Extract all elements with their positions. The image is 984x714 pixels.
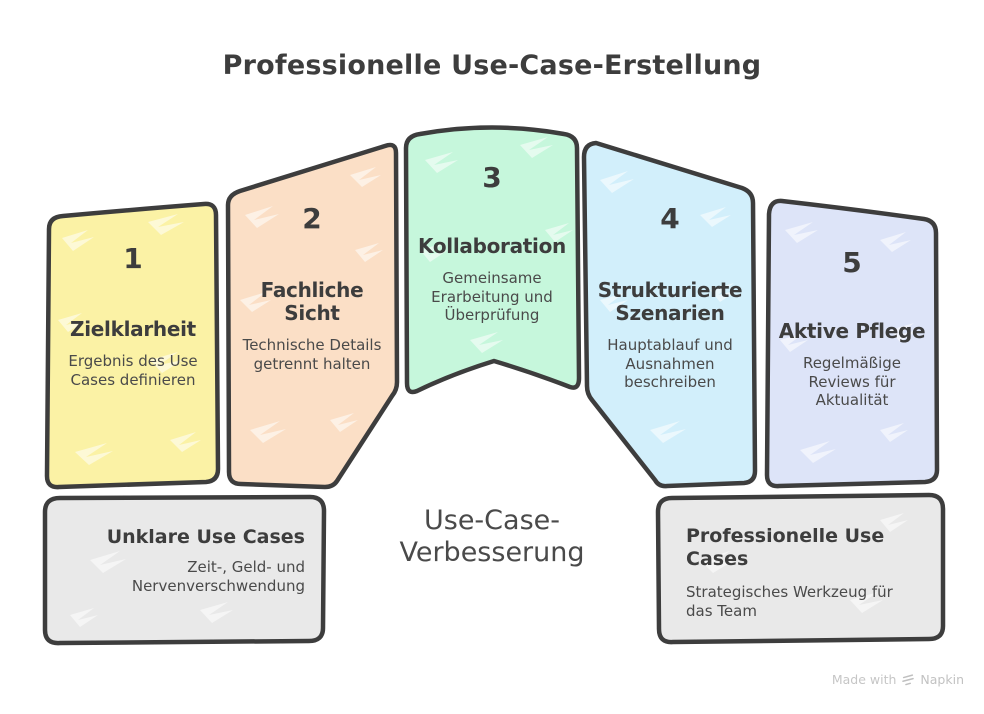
step-1-shape [44, 201, 221, 490]
watermark-prefix: Made with [831, 672, 897, 687]
watermark: Made with Napkin [832, 672, 964, 687]
step-5-description: Regelmäßige Reviews für Aktualität [802, 354, 902, 409]
watermark-brand: Napkin [920, 672, 964, 687]
step-panel-4: 4 Strukturierte Szenarien Hauptablauf un… [585, 204, 755, 392]
step-2-shape [225, 142, 400, 490]
after-box: Professionelle Use Cases Strategisches W… [686, 525, 916, 621]
after-box-description: Strategisches Werkzeug für das Team [686, 583, 893, 620]
step-5-heading: Aktive Pflege [778, 319, 926, 343]
step-5-number: 5 [842, 246, 862, 279]
step-3-number: 3 [482, 161, 502, 194]
step-5-shape [764, 198, 940, 489]
step-panel-1: 1 Zielklarheit Ergebnis des Use Cases de… [48, 244, 218, 389]
step-2-description: Technische Details getrennt halten [242, 336, 382, 373]
after-box-heading: Professionelle Use Cases [686, 525, 885, 570]
step-3-description: Gemeinsame Erarbeitung und Überprüfung [431, 269, 553, 324]
before-box-description: Zeit-, Geld- und Nervenverschwendung [131, 558, 305, 595]
step-3-heading: Kollaboration [417, 234, 566, 258]
step-panel-5: 5 Aktive Pflege Regelmäßige Reviews für … [772, 248, 932, 410]
step-1-heading: Zielklarheit [70, 317, 196, 341]
step-panel-3: 3 Kollaboration Gemeinsame Erarbeitung u… [412, 163, 572, 325]
before-box: Unklare Use Cases Zeit-, Geld- und Nerve… [65, 526, 305, 596]
step-1-number: 1 [123, 242, 143, 275]
step-2-number: 2 [302, 202, 322, 235]
step-panel-2: 2 Fachliche Sicht Technische Details get… [234, 204, 390, 373]
center-arch-label: Use-Case- Verbesserung [399, 505, 585, 568]
before-box-shape [42, 494, 327, 646]
napkin-logo-icon [901, 673, 915, 687]
step-2-heading: Fachliche Sicht [260, 278, 364, 325]
step-4-shape [581, 140, 758, 489]
before-box-heading: Unklare Use Cases [106, 526, 305, 548]
step-4-number: 4 [660, 202, 680, 235]
step-4-description: Hauptablauf und Ausnahmen beschreiben [607, 336, 733, 391]
step-3-shape [403, 125, 582, 395]
step-1-description: Ergebnis des Use Cases definieren [68, 352, 198, 389]
page-title: Professionelle Use-Case-Erstellung [222, 50, 762, 81]
marker-texture [58, 137, 918, 627]
step-4-heading: Strukturierte Szenarien [597, 278, 743, 325]
